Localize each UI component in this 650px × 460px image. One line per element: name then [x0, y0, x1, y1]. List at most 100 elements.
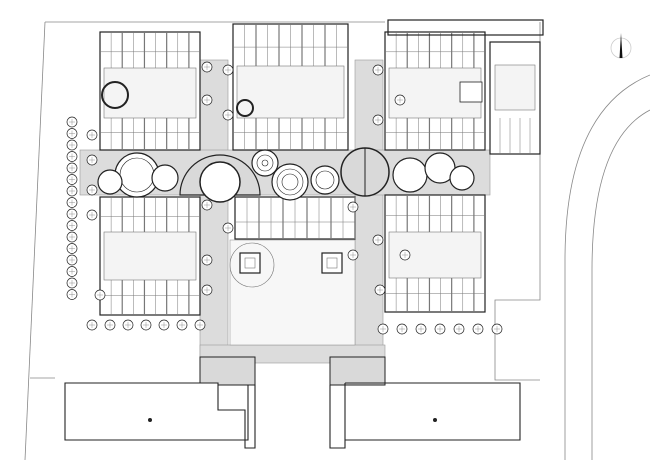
stair-circle	[236, 99, 254, 117]
tree-icon	[66, 151, 78, 162]
tree-icon	[66, 266, 78, 277]
tree-icon	[222, 222, 234, 234]
tree-branches	[69, 176, 75, 183]
pavilion-ring	[261, 159, 269, 167]
tree-branches	[69, 234, 75, 240]
wing-top-left	[99, 31, 201, 151]
annex-building	[387, 19, 544, 155]
tree-branches	[69, 245, 75, 252]
tree-icon	[372, 64, 384, 76]
inner-courtyard	[103, 231, 197, 281]
tree-icon	[491, 323, 503, 335]
tree-branches	[69, 142, 75, 148]
courtyard-kiosk	[321, 252, 343, 274]
tree-branches	[399, 326, 405, 332]
tree-icon	[415, 323, 427, 335]
tree-branches	[204, 202, 210, 208]
tree-branches	[375, 117, 381, 123]
tree-icon	[377, 323, 389, 335]
tree-branches	[69, 268, 75, 275]
annex-court	[494, 64, 536, 111]
tree-icon	[86, 184, 98, 196]
tree-icon	[194, 319, 206, 331]
tree-branches	[418, 326, 424, 332]
tree-icon	[66, 128, 78, 139]
tree-icon	[201, 94, 213, 106]
kiosk-inner	[326, 257, 338, 269]
tree-branches	[125, 322, 131, 328]
tree-branches	[494, 326, 500, 332]
pavilion-ring	[256, 154, 274, 172]
tree-branches	[179, 322, 185, 328]
tree-branches	[397, 97, 403, 103]
pavilion-ring	[449, 165, 475, 191]
marker	[148, 418, 152, 422]
inner-courtyard	[103, 67, 197, 119]
tree-branches	[69, 130, 75, 137]
tree-icon	[374, 284, 386, 296]
tree-icon	[66, 139, 78, 151]
tree-branches	[437, 326, 443, 332]
tree-branches	[375, 237, 381, 243]
tree-icon	[372, 114, 384, 126]
tree-icon	[434, 323, 446, 335]
tree-icon	[86, 319, 98, 331]
north-arrow-icon	[610, 33, 632, 59]
tree-icon	[66, 185, 78, 197]
tree-branches	[161, 322, 167, 328]
pavilion-ring	[271, 163, 309, 201]
tree-branches	[89, 132, 95, 138]
tree-icon	[453, 323, 465, 335]
tree-branches	[456, 326, 462, 332]
tree-branches	[97, 292, 103, 298]
tree-branches	[69, 222, 75, 229]
courtyard-kiosk	[239, 252, 261, 274]
tree-branches	[377, 287, 383, 293]
tree-icon	[66, 277, 78, 289]
tree-branches	[69, 291, 75, 298]
tree-branches	[475, 326, 481, 332]
stair-circle	[101, 81, 129, 109]
tree-branches	[107, 322, 113, 328]
tree-icon	[86, 154, 98, 166]
tree-icon	[201, 199, 213, 211]
tree-icon	[86, 209, 98, 221]
tree-icon	[140, 319, 152, 331]
tree-branches	[89, 322, 95, 328]
tree-icon	[396, 323, 408, 335]
pavilion-ring	[276, 168, 304, 196]
tree-branches	[69, 257, 75, 263]
tree-icon	[394, 94, 406, 106]
tree-icon	[86, 129, 98, 141]
tree-icon	[66, 208, 78, 220]
tree-icon	[201, 61, 213, 73]
tree-icon	[66, 231, 78, 243]
building-bottom-left	[64, 382, 256, 449]
tree-branches	[69, 188, 75, 194]
tree-branches	[89, 212, 95, 218]
tree-icon	[176, 319, 188, 331]
tree-branches	[143, 322, 149, 328]
tree-branches	[402, 252, 408, 258]
tree-icon	[372, 234, 384, 246]
tree-branches	[69, 280, 75, 286]
courtyard-circle	[229, 242, 275, 288]
tree-branches	[225, 112, 231, 118]
tree-icon	[94, 289, 106, 301]
tree-branches	[69, 199, 75, 206]
tree-branches	[69, 153, 75, 160]
pavilion-ring	[151, 164, 179, 192]
tree-icon	[201, 284, 213, 296]
tree-icon	[347, 201, 359, 213]
tree-branches	[69, 119, 75, 125]
buildings	[64, 19, 544, 449]
tree-icon	[66, 116, 78, 128]
pavilion-ring	[310, 165, 340, 195]
tree-icon	[66, 174, 78, 185]
tree-branches	[204, 257, 210, 263]
tree-branches	[380, 326, 386, 332]
tree-branches	[225, 67, 231, 73]
pavilion-ring	[281, 173, 299, 191]
wing-bottom-center	[234, 196, 356, 240]
